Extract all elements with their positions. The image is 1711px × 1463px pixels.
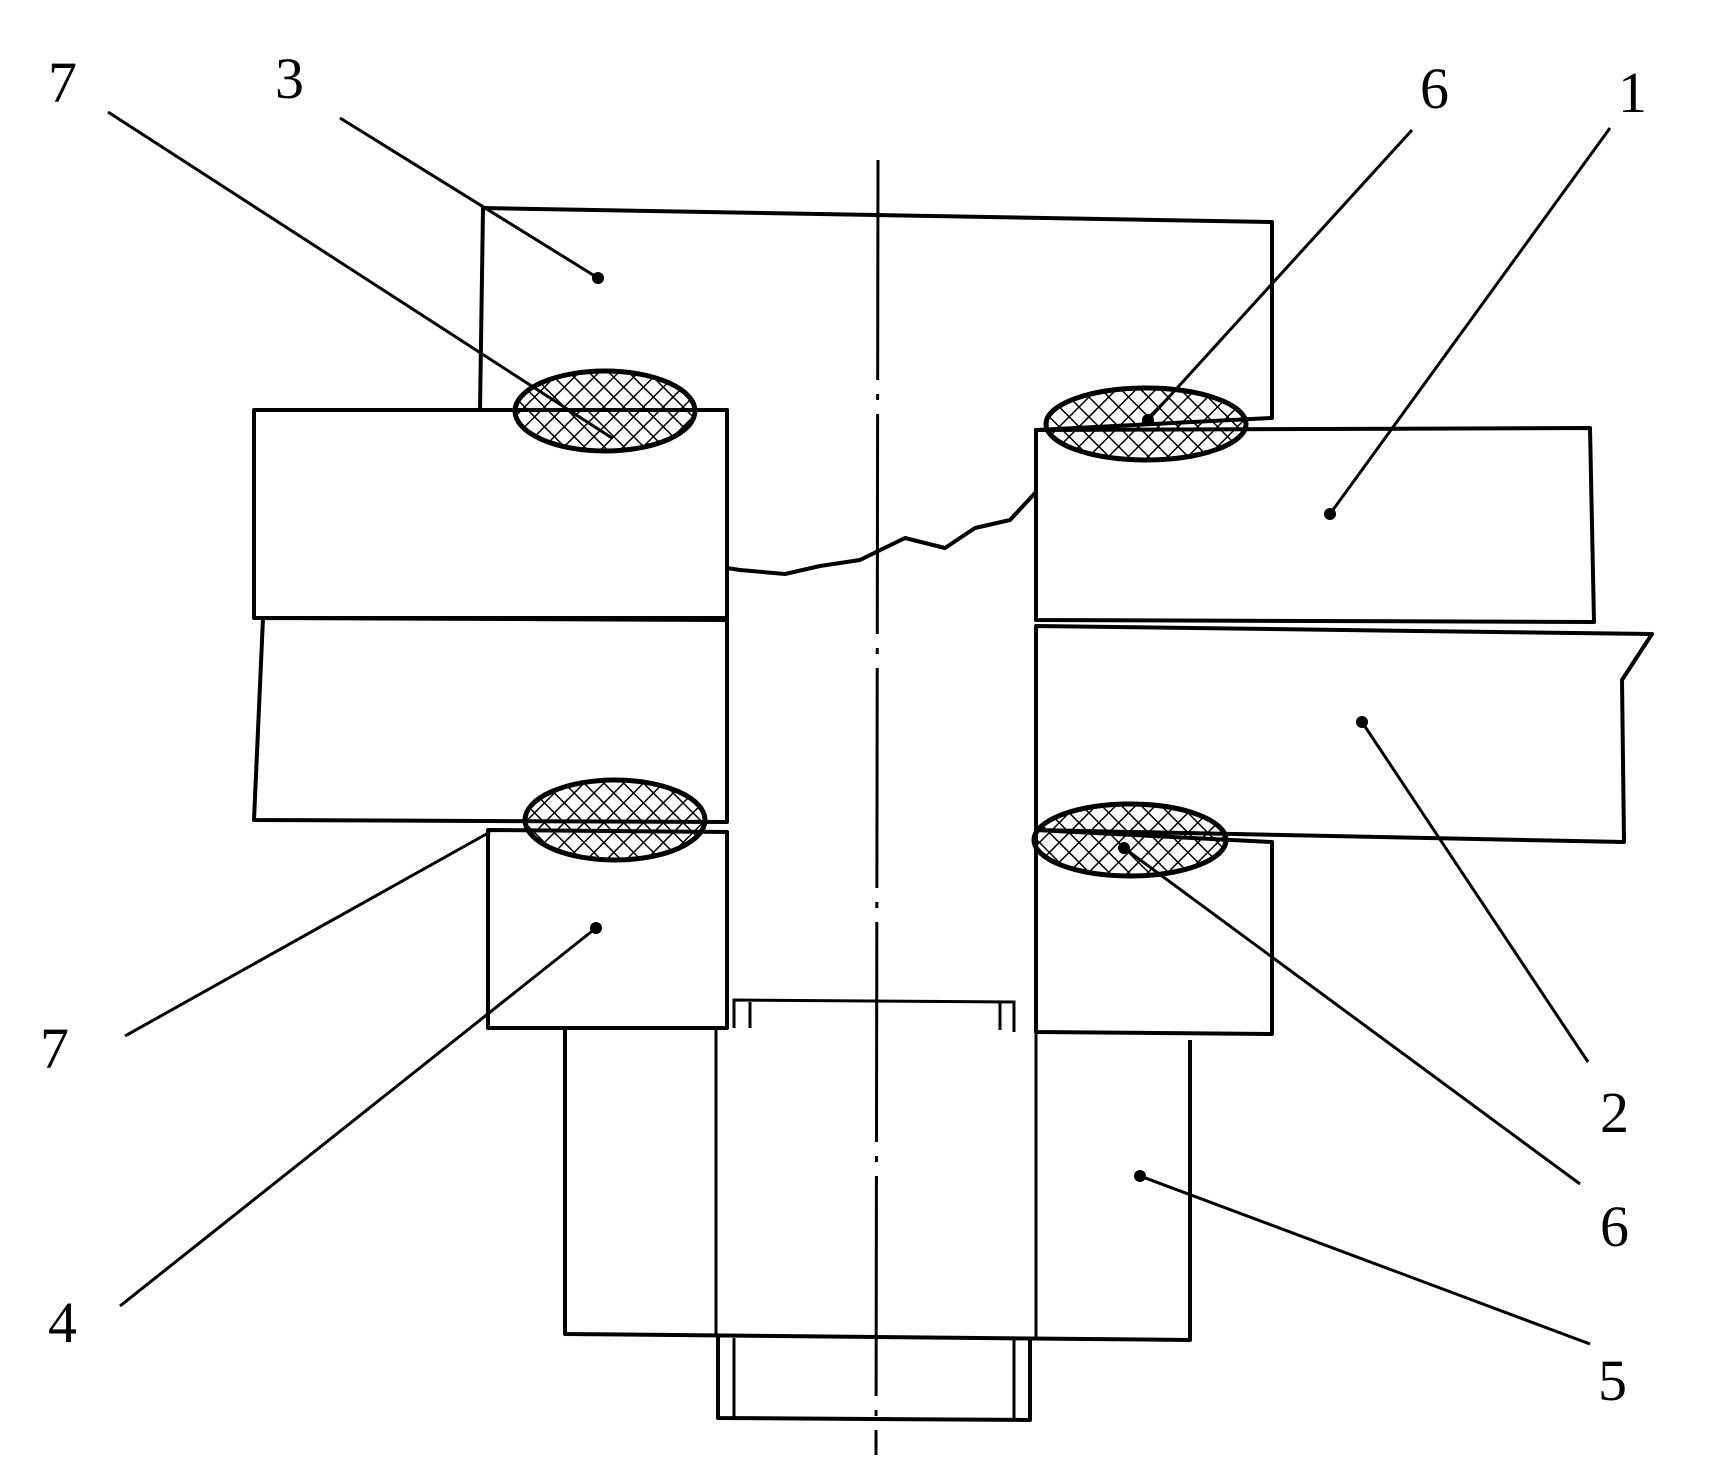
leader-lines xyxy=(107,110,1612,1346)
leader-dots xyxy=(590,272,1368,1182)
label-2: 2 xyxy=(1600,1080,1629,1145)
center-line xyxy=(874,159,880,1456)
label-7-top: 7 xyxy=(48,50,77,115)
weld-beads xyxy=(512,368,1249,879)
label-1: 1 xyxy=(1618,60,1647,125)
part-labels: 7 3 6 1 7 2 6 4 5 xyxy=(40,46,1647,1413)
weld-7-bottom xyxy=(522,777,708,863)
label-7-bottom: 7 xyxy=(40,1016,69,1081)
label-6-bottom: 6 xyxy=(1600,1194,1629,1259)
lower-plate-part-2 xyxy=(252,616,1654,844)
weld-7-top xyxy=(512,368,698,454)
label-6-top: 6 xyxy=(1420,56,1449,121)
label-5: 5 xyxy=(1598,1348,1627,1413)
label-3: 3 xyxy=(275,46,304,111)
upper-plate-part-1 xyxy=(252,408,1596,624)
label-4: 4 xyxy=(48,1290,77,1355)
weld-6-bottom xyxy=(1031,801,1229,879)
